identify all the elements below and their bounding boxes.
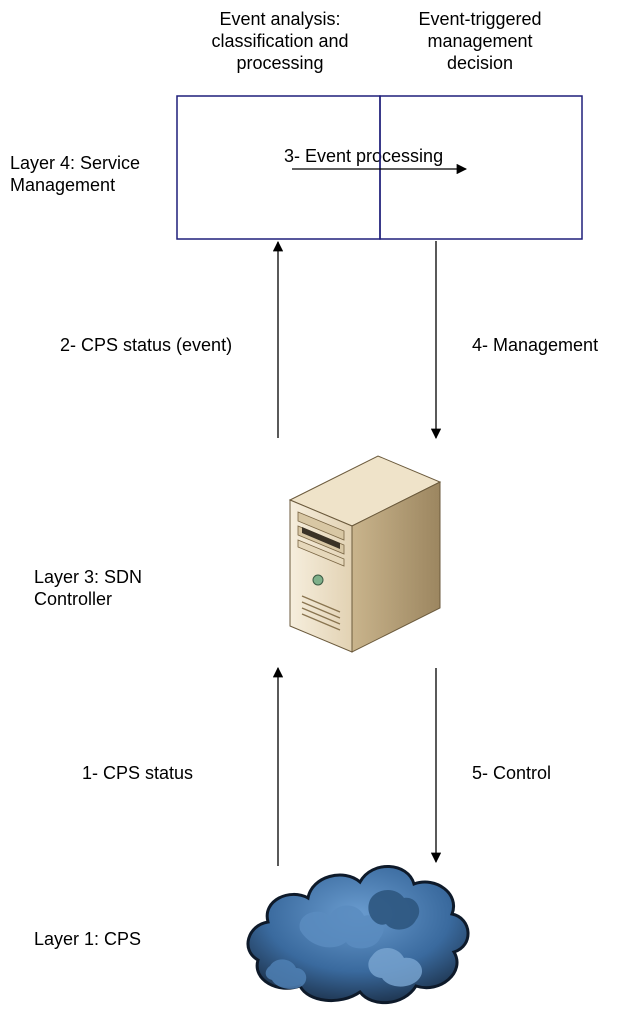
layer1-label: Layer 1: CPS [34, 929, 142, 949]
cloud-icon [246, 865, 470, 1005]
left-box-header: Event analysis: classification and proce… [211, 9, 349, 73]
layer4-label: Layer 4: Service Management [10, 153, 141, 195]
right-box-header: Event-triggered management decision [418, 9, 542, 73]
server-icon [288, 455, 442, 653]
flow-step2-label: 2- CPS status (event) [60, 335, 233, 355]
left-box [176, 95, 381, 240]
flow-step1-label: 1- CPS status [82, 763, 194, 783]
right-box [379, 95, 583, 240]
event-processing-label: 3- Event processing [284, 146, 444, 166]
flow-step4-label: 4- Management [472, 335, 599, 355]
flow-step5-label: 5- Control [472, 763, 552, 783]
layer3-label: Layer 3: SDN Controller [34, 567, 143, 609]
